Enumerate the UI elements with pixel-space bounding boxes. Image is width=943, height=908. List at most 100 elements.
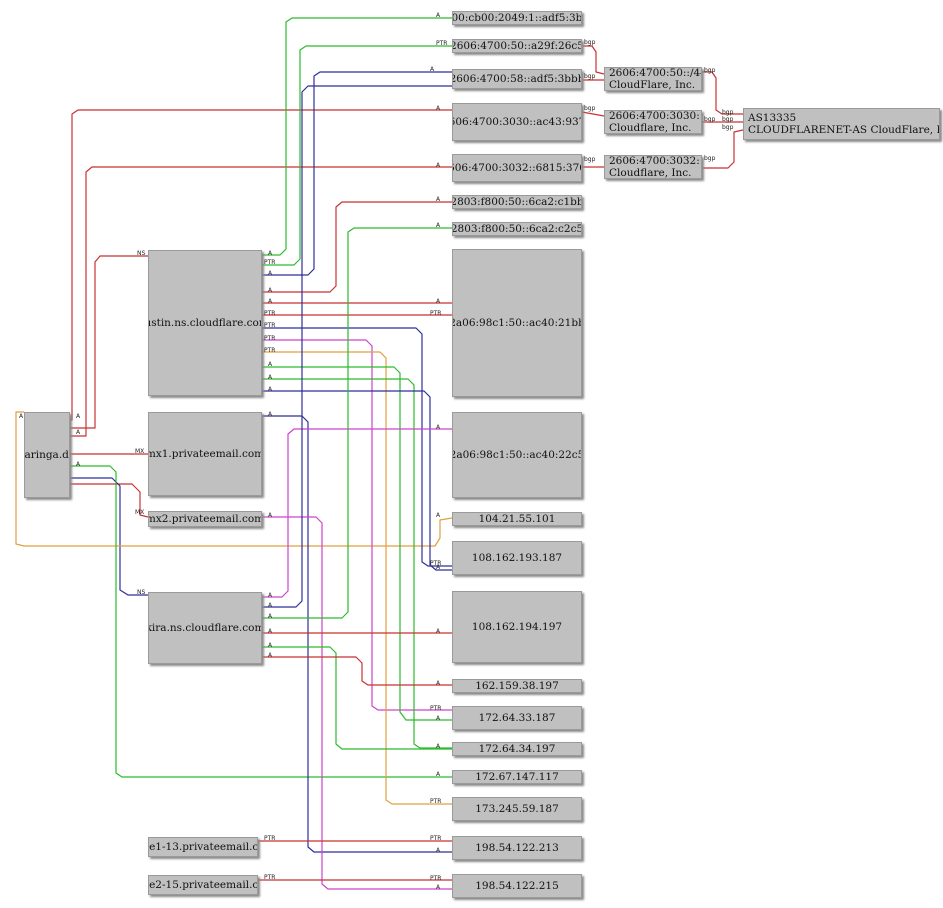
edge-label-mx: MX bbox=[135, 509, 145, 516]
edge-label-a: A bbox=[268, 652, 273, 659]
edge-label-a: A bbox=[436, 771, 441, 778]
edge-kira-to-ip6_2606_adf5 bbox=[262, 85, 452, 608]
edge-label-a: A bbox=[268, 628, 273, 635]
node-kira[interactable]: kira.ns.cloudflare.com bbox=[148, 592, 262, 664]
node-ip6-2a06-21bb[interactable]: 2a06:98c1:50::ac40:21bb bbox=[452, 249, 582, 397]
node-ip-172-67[interactable]: 172.67.147.117 bbox=[452, 770, 582, 784]
edge-kira-to-ip6_2a06_22c5 bbox=[262, 428, 452, 598]
edge-label-a: A bbox=[268, 361, 273, 368]
edge-justin-to-ip6_2400 bbox=[262, 17, 452, 256]
edge-ip6_2606_ac43-to-net_3030 bbox=[581, 111, 605, 117]
node-label-line: 172.64.34.197 bbox=[478, 743, 556, 755]
edge-label-bgp: bgp bbox=[584, 156, 596, 163]
node-label-line: AS13335 bbox=[748, 112, 797, 124]
node-ip6-2606-ac43[interactable]: 2606:4700:3030::ac43:9375 bbox=[452, 103, 582, 141]
edge-label-a: A bbox=[268, 411, 273, 418]
node-ip6-2803-c1bb[interactable]: 2803:f800:50::6ca2:c1bb bbox=[452, 195, 582, 209]
edge-label-a: A bbox=[268, 250, 273, 257]
node-ip6-2400[interactable]: 2400:cb00:2049:1::adf5:3bbb bbox=[452, 11, 582, 25]
node-label-line: 2606:4700:50::/44 bbox=[609, 67, 702, 79]
node-label-line: 2803:f800:50::6ca2:c1bb bbox=[452, 196, 582, 208]
node-justin[interactable]: justin.ns.cloudflare.com bbox=[148, 250, 262, 396]
node-label-line: 2803:f800:50::6ca2:c2c5 bbox=[452, 223, 582, 235]
edge-label-ptr: PTR bbox=[430, 310, 442, 317]
node-label-line: Cloudflare, Inc. bbox=[609, 122, 692, 134]
node-ip-162[interactable]: 162.159.38.197 bbox=[452, 679, 582, 693]
edge-zaringa-to-ip_104 bbox=[15, 411, 453, 547]
edge-justin-to-ip6_2803_c1bb bbox=[262, 201, 452, 293]
edge-ip6_2606_a29f-to-net_50 bbox=[582, 45, 605, 75]
edge-label-ptr: PTR bbox=[430, 835, 442, 842]
edge-label-a: A bbox=[268, 592, 273, 599]
node-ip-198-215[interactable]: 198.54.122.215 bbox=[452, 874, 582, 898]
edge-net_50-to-as13335 bbox=[702, 71, 743, 115]
edge-zaringa-to-ip_172_67 bbox=[70, 465, 452, 778]
edge-net_3032-to-as13335 bbox=[702, 129, 744, 169]
node-oxse2[interactable]: oxse2-15.privateemail.com bbox=[148, 875, 258, 895]
node-ip6-2a06-22c5[interactable]: 2a06:98c1:50::ac40:22c5 bbox=[452, 412, 582, 498]
edge-zaringa-to-ip6_2606_ac43 bbox=[70, 109, 452, 421]
edge-label-a: A bbox=[436, 105, 441, 112]
node-label-line: 108.162.194.197 bbox=[471, 621, 563, 633]
node-label-line: 2606:4700:3032::/48 bbox=[609, 155, 701, 167]
node-mx2[interactable]: mx2.privateemail.com bbox=[148, 511, 262, 527]
edge-label-ptr: PTR bbox=[264, 310, 276, 317]
node-ip-108-194[interactable]: 108.162.194.197 bbox=[452, 591, 582, 663]
edge-label-ptr: PTR bbox=[436, 40, 448, 47]
edge-mx2-to-ip_198_215 bbox=[262, 516, 452, 890]
node-label-line: 2606:4700:3030::/48 bbox=[609, 110, 701, 122]
node-ip-104[interactable]: 104.21.55.101 bbox=[452, 512, 582, 526]
edge-justin-to-ip6_2606_a29f bbox=[262, 45, 452, 266]
edge-label-a: A bbox=[436, 222, 441, 229]
node-label-line: oxse2-15.privateemail.com bbox=[149, 879, 258, 891]
edge-label-a: A bbox=[436, 680, 441, 687]
node-ip-173[interactable]: 173.245.59.187 bbox=[452, 797, 582, 821]
node-label-line: oxse1-13.privateemail.com bbox=[149, 841, 258, 853]
edge-label-a: A bbox=[436, 12, 441, 19]
edge-label-a: A bbox=[436, 743, 441, 750]
node-ip-198-213[interactable]: 198.54.122.213 bbox=[452, 836, 582, 860]
edge-label-a: A bbox=[268, 270, 273, 277]
edge-label-ptr: PTR bbox=[264, 259, 276, 266]
node-net-3030[interactable]: 2606:4700:3030::/48Cloudflare, Inc. bbox=[604, 110, 702, 134]
edge-label-bgp: bgp bbox=[704, 67, 716, 74]
edge-label-mx: MX bbox=[135, 448, 145, 455]
node-label-line: kira.ns.cloudflare.com bbox=[148, 622, 262, 634]
edge-label-ns: NS bbox=[137, 589, 146, 596]
node-label-line: 198.54.122.213 bbox=[475, 842, 559, 854]
node-ip6-2606-a29f[interactable]: 2606:4700:50::a29f:26c5 bbox=[452, 39, 582, 53]
node-label-line: mx1.privateemail.com bbox=[148, 448, 262, 460]
node-mx1[interactable]: mx1.privateemail.com bbox=[148, 412, 262, 496]
edge-label-a: A bbox=[268, 374, 273, 381]
edge-label-ptr: PTR bbox=[264, 347, 276, 354]
edge-label-a: A bbox=[76, 461, 81, 468]
node-ip6-2606-adf5[interactable]: 2606:4700:58::adf5:3bbb bbox=[452, 69, 582, 89]
edge-label-ptr: PTR bbox=[430, 875, 442, 882]
node-oxse1[interactable]: oxse1-13.privateemail.com bbox=[148, 837, 258, 857]
edge-justin-to-ip_162 bbox=[262, 339, 452, 711]
edge-label-a: A bbox=[268, 642, 273, 649]
edge-label-a: A bbox=[436, 298, 441, 305]
edge-label-bgp: bgp bbox=[722, 124, 734, 131]
node-ip6-2803-c2c5[interactable]: 2803:f800:50::6ca2:c2c5 bbox=[452, 222, 582, 236]
node-ip-172-33[interactable]: 172.64.33.187 bbox=[452, 706, 582, 730]
node-ip-172-34[interactable]: 172.64.34.197 bbox=[452, 742, 582, 756]
edge-label-ptr: PTR bbox=[430, 560, 442, 567]
edge-zaringa-to-ip6_2606_6815 bbox=[70, 166, 452, 437]
node-label-line: 2400:cb00:2049:1::adf5:3bbb bbox=[452, 12, 582, 24]
node-ip6-2606-6815[interactable]: 2606:4700:3032::6815:3765 bbox=[452, 154, 582, 182]
node-zaringa[interactable]: zaringa.de bbox=[24, 412, 70, 498]
edge-label-bgp: bgp bbox=[704, 155, 716, 162]
node-ip-108-193[interactable]: 108.162.193.187 bbox=[452, 541, 582, 575]
node-label-line: 2a06:98c1:50::ac40:22c5 bbox=[452, 449, 582, 461]
node-label-line: 198.54.122.215 bbox=[475, 880, 559, 892]
edge-zaringa-to-justin bbox=[70, 255, 148, 429]
edge-label-a: A bbox=[436, 564, 441, 571]
edge-justin-to-ip_172_33 bbox=[262, 366, 452, 721]
node-label-line: 104.21.55.101 bbox=[478, 513, 556, 525]
edge-justin-to-ip_173 bbox=[262, 351, 452, 805]
node-net-3032[interactable]: 2606:4700:3032::/48Cloudflare, Inc. bbox=[604, 155, 702, 179]
